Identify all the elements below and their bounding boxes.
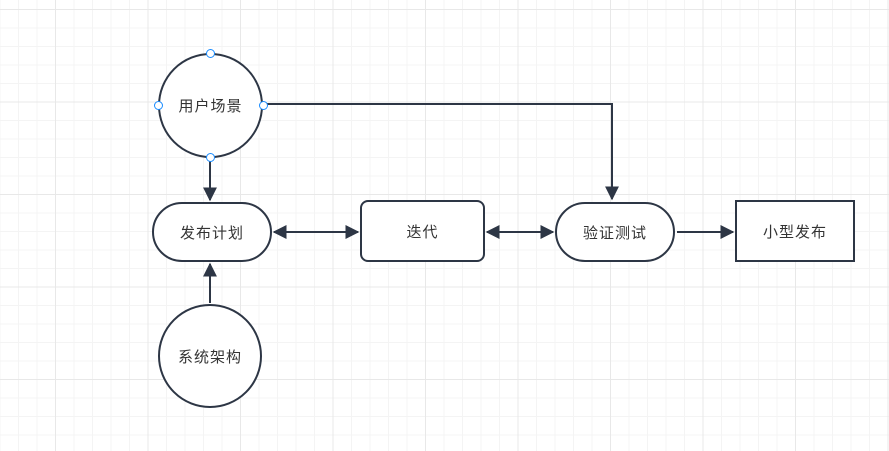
resize-handle-top-user-scenario[interactable] bbox=[205, 48, 215, 58]
node-label-user-scenario: 用户场景 bbox=[178, 98, 243, 115]
node-iteration[interactable]: 迭代 bbox=[360, 200, 485, 262]
node-label-release-plan: 发布计划 bbox=[179, 224, 244, 242]
resize-handle-right-user-scenario[interactable] bbox=[258, 100, 268, 110]
node-label-iteration: 迭代 bbox=[406, 223, 439, 241]
node-label-system-architecture: 系统架构 bbox=[177, 348, 242, 366]
node-small-release[interactable]: 小型发布 bbox=[735, 200, 855, 262]
edge-user-scenario-to-verification-test[interactable] bbox=[265, 103, 619, 201]
node-verification-test[interactable]: 验证测试 bbox=[555, 202, 675, 262]
node-label-small-release: 小型发布 bbox=[762, 223, 827, 241]
node-release-plan[interactable]: 发布计划 bbox=[152, 202, 272, 262]
resize-handle-left-user-scenario[interactable] bbox=[153, 100, 163, 110]
resize-handle-bottom-user-scenario[interactable] bbox=[205, 152, 215, 162]
node-user-scenario[interactable]: 用户场景 bbox=[158, 53, 263, 158]
node-label-verification-test: 验证测试 bbox=[582, 224, 647, 242]
node-system-architecture[interactable]: 系统架构 bbox=[158, 304, 262, 408]
